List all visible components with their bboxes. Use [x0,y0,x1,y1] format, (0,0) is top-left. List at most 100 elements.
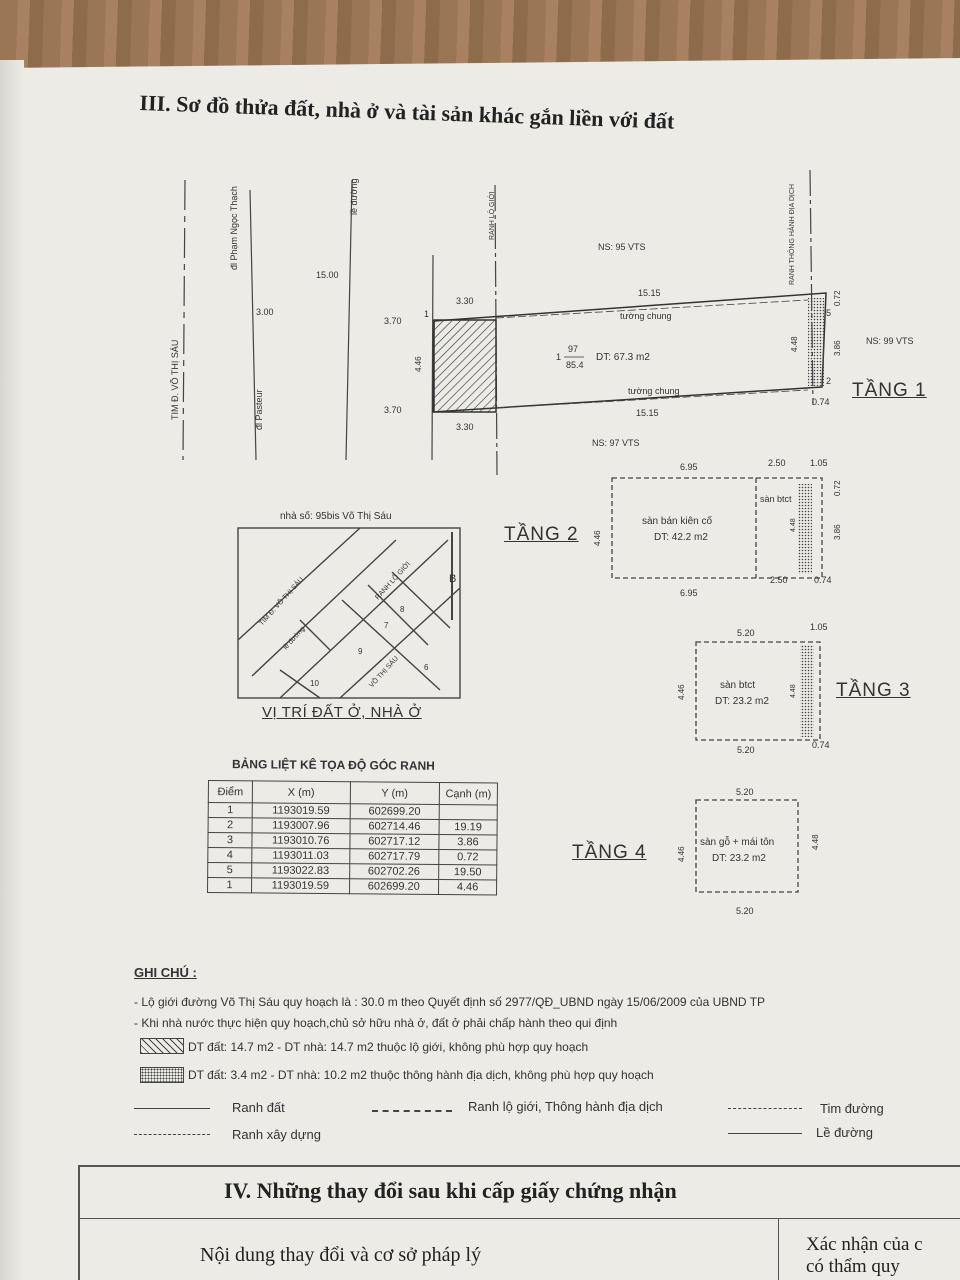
street-vo-thi-sau-center: TIM Đ. VÕ THỊ SÁU [170,340,180,420]
shared-wall-top: tường chung [620,311,671,321]
legend-line-solid [134,1108,210,1109]
floor2-dim-4-48: 4.48 [790,518,797,532]
coord-header-y: Y (m) [349,781,440,805]
floor3-dotted-strip [800,645,814,737]
note-hatch-area: DT đất: 14.7 m2 - DT nhà: 14.7 m2 thuộc … [188,1040,589,1054]
floor2-area-name: sàn bán kiên cố [642,515,712,527]
coord-table-title: BẢNG LIỆT KÊ TỌA ĐỘ GÓC RANH [231,757,435,773]
floor2-dim-4-46: 4.46 [593,530,602,546]
section-4-box [78,1165,960,1280]
coord-point: 5 [207,862,252,878]
coord-y: 602699.20 [349,878,439,895]
coord-row: 1 1193019.59 602699.20 4.46 [207,877,497,896]
floor2-room-btct: sàn btct [760,494,792,504]
floor2-dim-0-74: 0.74 [814,575,832,585]
section-4-right-line2: có thẩm quy [806,1256,900,1277]
floor3-dim-4-48: 4.48 [790,684,797,698]
location-north: B [449,573,456,585]
floor2-dim-1-05: 1.05 [810,458,828,468]
street-le-duong: lề đường [349,179,359,215]
point-5: 5 [826,308,831,318]
location-lot-8: 8 [400,605,405,614]
dim-3-86: 3.86 [833,340,842,356]
parcel-area: 85.4 [566,360,584,370]
floor3-label: TẦNG 3 [836,680,911,701]
coord-edge: 3.86 [438,834,498,851]
location-street-1: TIM Đ. VÕ THỊ SÁU [257,575,306,627]
coord-y: 602714.46 [349,818,440,835]
floor2-dotted-strip [798,484,812,574]
floor3-dim-5-20-bottom: 5.20 [737,745,755,755]
coord-x: 1193019.59 [251,877,350,894]
floor3-plot [695,641,821,741]
floor4-dim-4-46: 4.46 [677,846,686,862]
dim-3-70-top: 3.70 [384,316,402,326]
floor3-dim-1-05: 1.05 [810,622,828,632]
floor2-dim-0-72: 0.72 [833,480,842,496]
floor2-dim-2-50-top: 2.50 [768,458,786,468]
coord-edge: 0.72 [438,849,497,866]
street-pham-ngoc-thach: đl Phạm Ngọc Thạch [229,186,239,270]
point-2: 2 [826,376,831,386]
legend-line-dashed [134,1134,210,1135]
coord-table-header: Điểm X (m) Y (m) Cạnh (m) [208,780,498,806]
legend-line-center [728,1108,802,1109]
floor4-label: TẦNG 4 [572,842,647,863]
floor4-dim-4-48: 4.48 [811,834,820,850]
floor1-label: TẦNG 1 [852,380,927,401]
legend-line-curb [728,1133,802,1134]
coord-header-x: X (m) [252,780,351,804]
coord-header-point: Điểm [208,780,253,803]
floor3-area-name: sàn btct [720,680,755,691]
section-4-column-divider [778,1218,779,1280]
floor2-dim-3-86: 3.86 [833,524,842,540]
location-lot-10: 10 [310,679,319,688]
coord-x: 1193011.03 [251,847,350,864]
floor4-plot [695,799,799,893]
dots-legend-swatch [140,1067,184,1083]
floor2-dim-6-95-top: 6.95 [680,462,698,472]
coord-point: 4 [207,847,252,863]
legend-ranh-xay-dung: Ranh xây dựng [232,1127,321,1142]
dim-top-length: 15.15 [638,288,661,298]
coord-x: 1193019.59 [252,802,350,819]
floor2-dim-6-95-bottom: 6.95 [680,588,698,598]
section-4-right-line1: Xác nhận của c [806,1234,923,1255]
floor4-area-name: sàn gỗ + mái tôn [700,835,774,848]
dim-3-30-bottom: 3.30 [456,422,474,432]
floor2-label: TẦNG 2 [504,524,579,545]
legend-tim-duong: Tim đường [820,1101,884,1116]
street-width-3-00: 3.00 [256,307,274,317]
location-street-2: lề đường [281,624,307,651]
legend-ranh-lo-gioi: Ranh lộ giới, Thông hành địa dịch [468,1099,663,1114]
neighbor-right: NS: 99 VTS [866,336,914,346]
location-lot-7: 7 [384,621,389,630]
floor2-plot [611,477,823,579]
legend-le-duong: Lề đường [816,1125,873,1140]
location-lot-9: 9 [358,647,363,656]
floor1-plot [432,292,827,413]
dim-3-30-top: 3.30 [456,296,474,306]
section-4-divider [78,1218,960,1219]
point-1: 1 [424,309,429,319]
neighbor-top: NS: 95 VTS [598,242,646,252]
dim-4-46: 4.46 [414,356,423,372]
coord-edge: 4.46 [438,879,497,896]
street-rgd-top: RANH LỘ GIỚI [487,192,496,240]
dim-4-48: 4.48 [790,336,799,352]
hatch-legend-swatch [140,1038,184,1054]
note-planning: - Khi nhà nước thực hiện quy hoạch,chủ s… [134,1016,618,1030]
street-rgd-right: RANH THÔNG HÀNH ĐỊA DỊCH [787,184,796,285]
street-lines [182,169,814,476]
location-caption: VỊ TRÍ ĐẤT Ở, NHÀ Ở [262,704,422,721]
section-4-title: IV. Những thay đổi sau khi cấp giấy chứn… [224,1178,677,1203]
legend-ranh-dat: Ranh đất [232,1100,285,1115]
page-fold-shadow [0,60,24,1280]
coord-edge: 19.50 [438,864,497,881]
note-road-boundary: - Lộ giới đường Võ Thị Sáu quy hoạch là … [134,995,766,1009]
street-pasteur: đl Pasteur [254,389,264,430]
parcel-number: 97 [568,344,578,354]
section-4-right-header: Xác nhận của c có thẩm quy [806,1234,960,1278]
floor2-dim-2-50-bottom: 2.50 [770,575,788,585]
coord-y: 602702.26 [349,863,439,880]
